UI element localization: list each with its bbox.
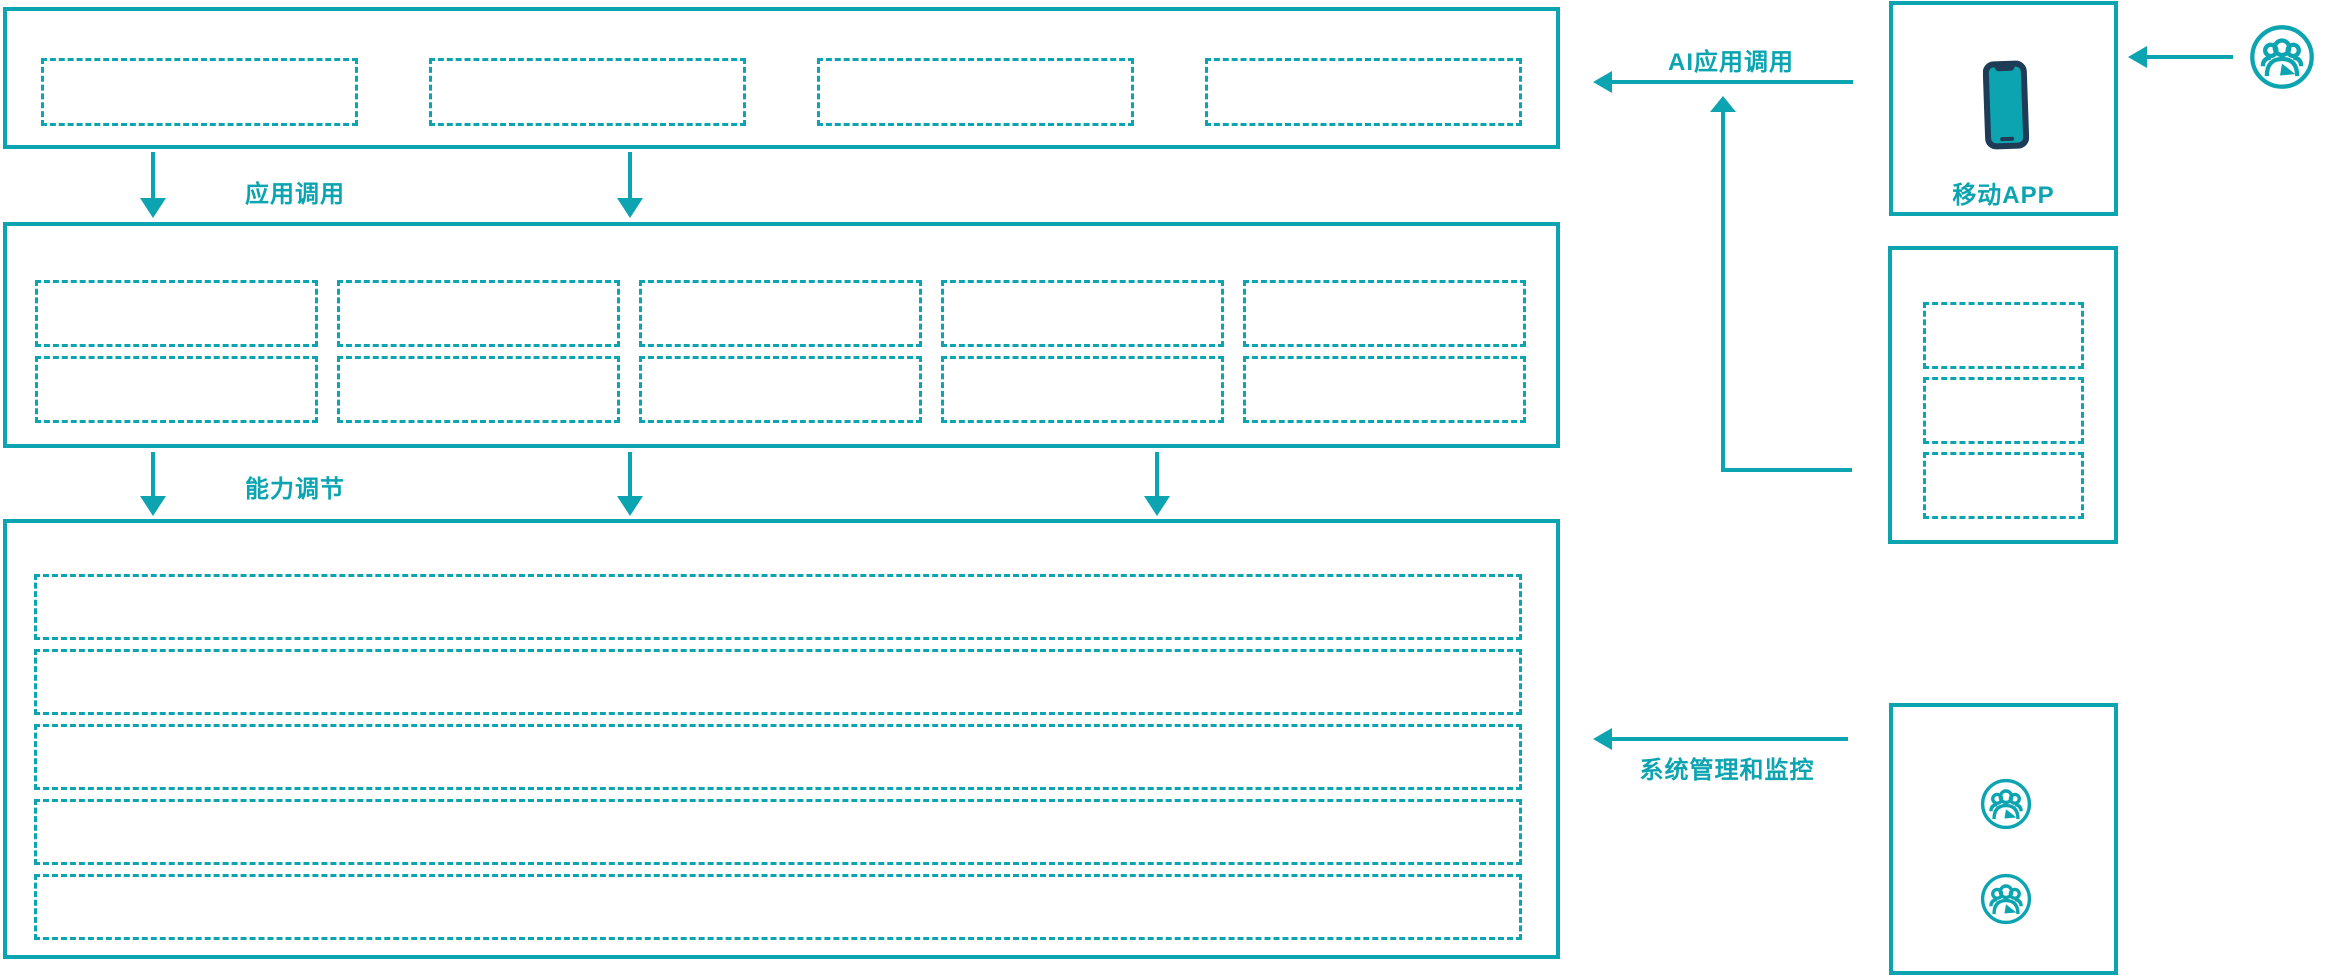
placeholder-box — [35, 280, 318, 347]
app-layer-box — [3, 7, 1560, 149]
down-arrow-line — [151, 452, 155, 498]
gateway-panel-box — [1888, 246, 2118, 544]
connector-line-vertical — [1721, 111, 1725, 470]
placeholder-box — [639, 280, 922, 347]
app-call-label: 应用调用 — [245, 181, 345, 208]
placeholder-box — [41, 58, 358, 126]
placeholder-box — [1205, 58, 1522, 126]
placeholder-box — [34, 724, 1522, 790]
down-arrow-line — [628, 152, 632, 200]
user-group-icon — [2250, 25, 2314, 89]
capability-layer-placeholders — [7, 226, 1556, 444]
left-arrow-line — [1611, 737, 1848, 741]
placeholder-box — [1923, 452, 2084, 519]
left-arrow-line — [2146, 55, 2233, 59]
placeholder-box — [639, 356, 922, 423]
placeholder-box — [35, 356, 318, 423]
placeholder-box — [337, 280, 620, 347]
up-arrow-icon — [1710, 96, 1736, 112]
mobile-app-label: 移动APP — [1952, 182, 2055, 209]
placeholder-box — [34, 874, 1522, 940]
left-arrow-icon — [1593, 71, 1612, 93]
ai-app-call-label: AI应用调用 — [1668, 49, 1794, 76]
left-arrow-icon — [2128, 46, 2147, 68]
placeholder-box — [337, 356, 620, 423]
system-monitor-label: 系统管理和监控 — [1639, 757, 1815, 784]
infra-layer-placeholders — [7, 523, 1556, 955]
down-arrow-line — [1155, 452, 1159, 498]
admin-users-box — [1889, 703, 2118, 975]
placeholder-box — [1923, 377, 2084, 444]
down-arrow-icon — [1144, 496, 1170, 516]
connector-line-horizontal — [1721, 468, 1852, 472]
down-arrow-line — [628, 452, 632, 498]
placeholder-box — [1243, 356, 1526, 423]
app-layer-placeholders — [7, 11, 1556, 145]
placeholder-box — [817, 58, 1134, 126]
down-arrow-icon — [140, 198, 166, 218]
down-arrow-icon — [617, 198, 643, 218]
down-arrow-icon — [140, 496, 166, 516]
left-arrow-icon — [1593, 728, 1612, 750]
infra-layer-box — [3, 519, 1560, 959]
placeholder-box — [34, 649, 1522, 715]
placeholder-box — [941, 280, 1224, 347]
down-arrow-icon — [617, 496, 643, 516]
user-group-icon — [1980, 873, 2032, 925]
placeholder-box — [429, 58, 746, 126]
left-arrow-line — [1611, 80, 1853, 84]
smartphone-icon — [1983, 60, 2029, 150]
gateway-panel-placeholders — [1892, 250, 2114, 540]
placeholder-box — [1923, 302, 2084, 369]
capability-layer-box — [3, 222, 1560, 448]
mobile-app-box: 移动APP — [1889, 1, 2118, 216]
capability-adjust-label: 能力调节 — [245, 476, 345, 503]
placeholder-box — [941, 356, 1224, 423]
user-group-icon — [1980, 778, 2032, 830]
placeholder-box — [1243, 280, 1526, 347]
down-arrow-line — [151, 152, 155, 200]
placeholder-box — [34, 799, 1522, 865]
placeholder-box — [34, 574, 1522, 640]
